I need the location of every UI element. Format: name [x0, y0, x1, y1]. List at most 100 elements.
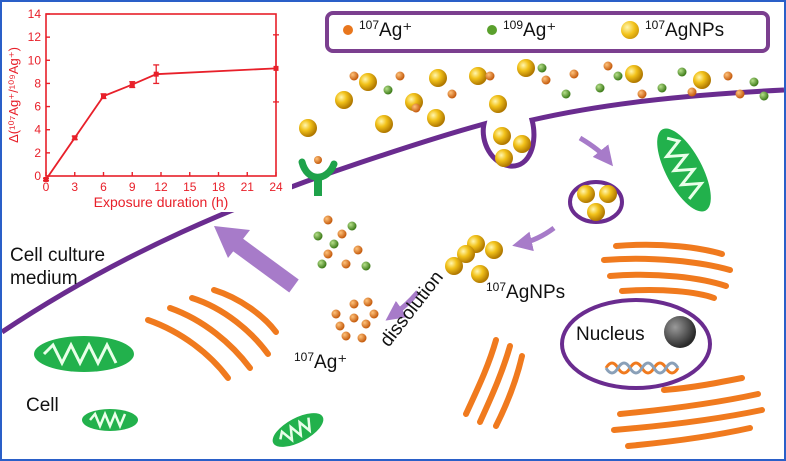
ag107-ion — [447, 89, 457, 99]
ag107-ion — [735, 89, 745, 99]
particle-layer — [299, 59, 769, 343]
ag107-ion — [361, 319, 371, 329]
x-tick-label: 12 — [154, 180, 168, 194]
arrow-release — [512, 225, 556, 252]
y-tick-label: 8 — [34, 76, 41, 90]
legend-box: 107Ag⁺ 109Ag⁺ 107AgNPs — [325, 11, 770, 53]
nanoparticle — [359, 73, 377, 91]
ag107-ion — [485, 71, 495, 81]
x-tick-label: 9 — [129, 180, 136, 194]
golgi-upper-right — [601, 241, 733, 301]
nanoparticle — [471, 265, 489, 283]
ag107-ion — [331, 309, 341, 319]
x-axis-label: Exposure duration (h) — [94, 194, 229, 210]
nanoparticle — [485, 241, 503, 259]
ag109-ion — [537, 63, 547, 73]
cell-membrane — [2, 87, 784, 335]
y-tick-label: 10 — [28, 53, 42, 67]
mitochondrion-right — [657, 128, 711, 212]
membrane-transporter — [298, 156, 338, 196]
ag109-ion — [313, 231, 323, 241]
ag107-ion — [363, 297, 373, 307]
x-tick-label: 18 — [212, 180, 226, 194]
x-tick-label: 24 — [269, 180, 283, 194]
ag-ion-label: 107Ag⁺ — [294, 350, 348, 373]
nanoparticle — [427, 109, 445, 127]
golgi-left — [145, 287, 279, 381]
ag107-ion — [349, 71, 359, 81]
mitochondrion-small-left — [82, 409, 138, 431]
nanoparticle — [577, 185, 595, 203]
ag107-ion — [323, 215, 333, 225]
legend-item-109ag-ion: 109Ag⁺ — [487, 18, 556, 42]
ag107-ion — [723, 71, 733, 81]
nanoparticle — [429, 69, 447, 87]
data-point — [129, 82, 135, 88]
legend-item-107ag-nps: 107AgNPs — [621, 18, 724, 42]
ag107-ion — [323, 249, 333, 259]
chart-background — [2, 2, 292, 212]
ag107-ion — [411, 103, 421, 113]
ag109-ion — [657, 83, 667, 93]
cell-culture-medium-label: Cell culture medium — [10, 245, 106, 289]
ag109-ion — [749, 77, 759, 87]
orange-ion-dot-icon — [343, 25, 353, 35]
y-tick-label: 14 — [28, 7, 42, 21]
x-tick-label: 15 — [183, 180, 197, 194]
y-tick-label: 4 — [34, 123, 41, 137]
nucleus — [560, 298, 712, 390]
y-tick-label: 12 — [28, 30, 42, 44]
ag107-ion — [369, 309, 379, 319]
ag107-ion — [341, 331, 351, 341]
x-tick-label: 0 — [43, 180, 50, 194]
green-ion-dot-icon — [487, 25, 497, 35]
ag109-ion — [347, 221, 357, 231]
ag109-ion — [759, 91, 769, 101]
ag107-ion — [637, 89, 647, 99]
nanoparticle — [495, 149, 513, 167]
series-line — [45, 67, 277, 180]
nanoparticle — [587, 203, 605, 221]
data-point — [153, 71, 159, 77]
golgi-center — [463, 337, 525, 429]
uptake-arrow — [214, 226, 299, 293]
y-tick-label: 2 — [34, 146, 41, 160]
ag109-ion — [383, 85, 393, 95]
ag107-ion — [349, 299, 359, 309]
ag109-ion — [317, 259, 327, 269]
x-tick-label: 6 — [100, 180, 107, 194]
arrow-internalization — [578, 135, 613, 167]
y-tick-label: 6 — [34, 100, 41, 114]
y-tick-label: 0 — [34, 169, 41, 183]
nanoparticle — [489, 95, 507, 113]
nanoparticle — [599, 185, 617, 203]
nanoparticle — [625, 65, 643, 83]
ag107-ion — [569, 69, 579, 79]
x-tick-label: 21 — [241, 180, 255, 194]
nanoparticle — [375, 115, 393, 133]
nanoparticle — [445, 257, 463, 275]
ag109-ion — [677, 67, 687, 77]
data-point — [43, 176, 49, 182]
nanoparticle — [493, 127, 511, 145]
nanoparticle — [335, 91, 353, 109]
nanoparticle — [513, 135, 531, 153]
nanoparticle — [469, 67, 487, 85]
nanoparticle — [517, 59, 535, 77]
ag109-ion — [361, 261, 371, 271]
nanoparticle — [457, 245, 475, 263]
nanoparticle — [693, 71, 711, 89]
ag107-ion — [349, 313, 359, 323]
ag109-ion — [613, 71, 623, 81]
data-point — [72, 135, 78, 141]
data-point — [273, 65, 279, 71]
ag109-ion — [595, 83, 605, 93]
cell-label: Cell — [26, 395, 59, 416]
ag107-ion — [353, 245, 363, 255]
ag107-ion — [541, 75, 551, 85]
nucleus-label: Nucleus — [576, 324, 645, 345]
data-point — [101, 93, 106, 99]
ag107-ion — [337, 229, 347, 239]
